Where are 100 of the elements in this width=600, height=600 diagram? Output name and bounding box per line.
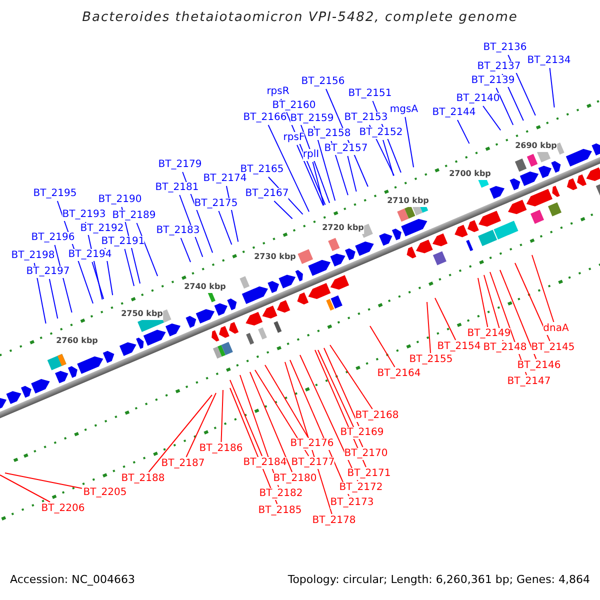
leader-line — [180, 238, 192, 263]
scale-label: 2730 kbp — [254, 251, 296, 264]
gene-label: BT_2171 — [347, 468, 391, 480]
gene-label: BT_2136 — [483, 42, 527, 54]
leader-line — [220, 390, 224, 442]
gene-label: BT_2170 — [344, 448, 388, 460]
gene-label: BT_2176 — [290, 438, 334, 450]
leader-line — [218, 210, 232, 246]
leader-line — [318, 350, 364, 448]
leader-line — [48, 278, 58, 319]
gene-label: BT_2156 — [301, 76, 345, 88]
gene-label: BT_2158 — [307, 128, 351, 140]
gene-label: rpsR — [266, 86, 290, 98]
leader-line — [296, 144, 324, 206]
leader-line — [514, 262, 550, 342]
leader-line — [549, 68, 555, 108]
leader-line — [0, 474, 51, 502]
gene-label: BT_2187 — [161, 458, 205, 470]
leader-line — [124, 248, 134, 287]
leader-line — [457, 120, 470, 144]
gene-label: BT_2178 — [312, 515, 356, 527]
gene-label: BT_2153 — [344, 112, 388, 124]
gene-label: BT_2186 — [199, 443, 243, 455]
gene-label: BT_2188 — [121, 473, 165, 485]
gene-label: BT_2165 — [240, 164, 284, 176]
gene-label: BT_2166 — [243, 112, 287, 124]
gene-label: BT_2147 — [507, 376, 551, 388]
leader-line — [250, 372, 293, 472]
gene-label: rpsF — [283, 132, 305, 144]
leader-line — [264, 364, 308, 438]
gene-label: BT_2179 — [158, 159, 202, 171]
gene-label: BT_2169 — [340, 427, 384, 439]
leader-line — [186, 392, 216, 458]
leader-line — [92, 262, 104, 300]
footer-text: Accession: NC_004663 — [10, 574, 136, 586]
gene-label: BT_2154 — [437, 341, 481, 353]
leader-line — [482, 106, 502, 131]
leader-line — [268, 124, 310, 212]
gene-label: BT_2140 — [456, 93, 500, 105]
leader-line — [434, 298, 456, 340]
gene-label: BT_2159 — [290, 113, 334, 125]
gene-label: BT_2197 — [26, 266, 70, 278]
gene-label: BT_2184 — [243, 457, 287, 469]
gene-label: BT_2174 — [203, 173, 247, 185]
gene-label: BT_2139 — [471, 75, 515, 87]
gene-label: BT_2172 — [339, 482, 383, 494]
gene-label: BT_2180 — [273, 473, 317, 485]
gene-label: mgsA — [390, 104, 418, 116]
gene-label: BT_2190 — [98, 194, 142, 206]
leader-line — [148, 394, 212, 472]
gene-label: BT_2134 — [527, 55, 571, 67]
scale-label: 2700 kbp — [449, 168, 491, 180]
gene-label: rplI — [302, 149, 320, 161]
leader-line — [274, 200, 293, 220]
scale-label: 2740 kbp — [184, 280, 226, 293]
gene-label: BT_2155 — [409, 354, 453, 366]
leader-line — [312, 162, 324, 206]
leader-line — [532, 254, 554, 322]
gene-label: BT_2194 — [68, 249, 112, 261]
gene-label: BT_2175 — [194, 198, 238, 210]
gene-label: BT_2182 — [259, 488, 303, 500]
gene-label: BT_2146 — [517, 360, 561, 372]
title: Bacteroides thetaiotaomicron VPI-5482, complete genome — [82, 12, 518, 24]
leader-line — [382, 140, 394, 176]
gene-label: BT_2196 — [31, 232, 75, 244]
gene-label: BT_2148 — [483, 342, 527, 354]
gene-label: BT_2157 — [324, 143, 368, 155]
leader-line — [230, 380, 263, 456]
gene-label: BT_2185 — [258, 505, 302, 517]
gene-label: BT_2192 — [80, 223, 124, 235]
gene-label: BT_2164 — [377, 368, 421, 380]
leader-line — [347, 156, 357, 192]
leader-line — [404, 116, 414, 168]
leader-line — [136, 222, 158, 277]
gene-label: BT_2167 — [245, 188, 289, 200]
footer-text: Topology: circular; Length: 6,260,361 bp; Genes: 4,864 — [288, 574, 590, 586]
gene-label: BT_2191 — [101, 236, 145, 248]
scale-label: 2750 kbp — [121, 308, 163, 320]
gene-label: BT_2149 — [467, 328, 511, 340]
leader-line — [324, 348, 360, 426]
gene-label: BT_2195 — [33, 188, 77, 200]
gene-label: BT_2206 — [41, 503, 85, 515]
gene-label: dnaA — [543, 323, 569, 335]
gene-label: BT_2189 — [112, 210, 156, 222]
leader-line — [478, 278, 488, 328]
scale-label: 2690 kbp — [515, 140, 557, 152]
leader-line — [426, 302, 432, 354]
leader-line — [370, 326, 396, 368]
gene-label: BT_2198 — [11, 250, 55, 262]
gene-label: BT_2152 — [359, 127, 403, 139]
gene-label: BT_2193 — [62, 209, 106, 221]
leader-line — [4, 472, 82, 489]
gene-label: BT_2151 — [348, 88, 392, 100]
scale-label: 2710 kbp — [387, 194, 429, 207]
leader-line — [496, 88, 514, 126]
scale-label: 2760 kbp — [56, 335, 98, 348]
leader-line — [330, 344, 373, 410]
gene-label: BT_2137 — [477, 61, 521, 73]
gene-label: BT_2173 — [330, 497, 374, 509]
gene-label: BT_2205 — [83, 487, 127, 499]
